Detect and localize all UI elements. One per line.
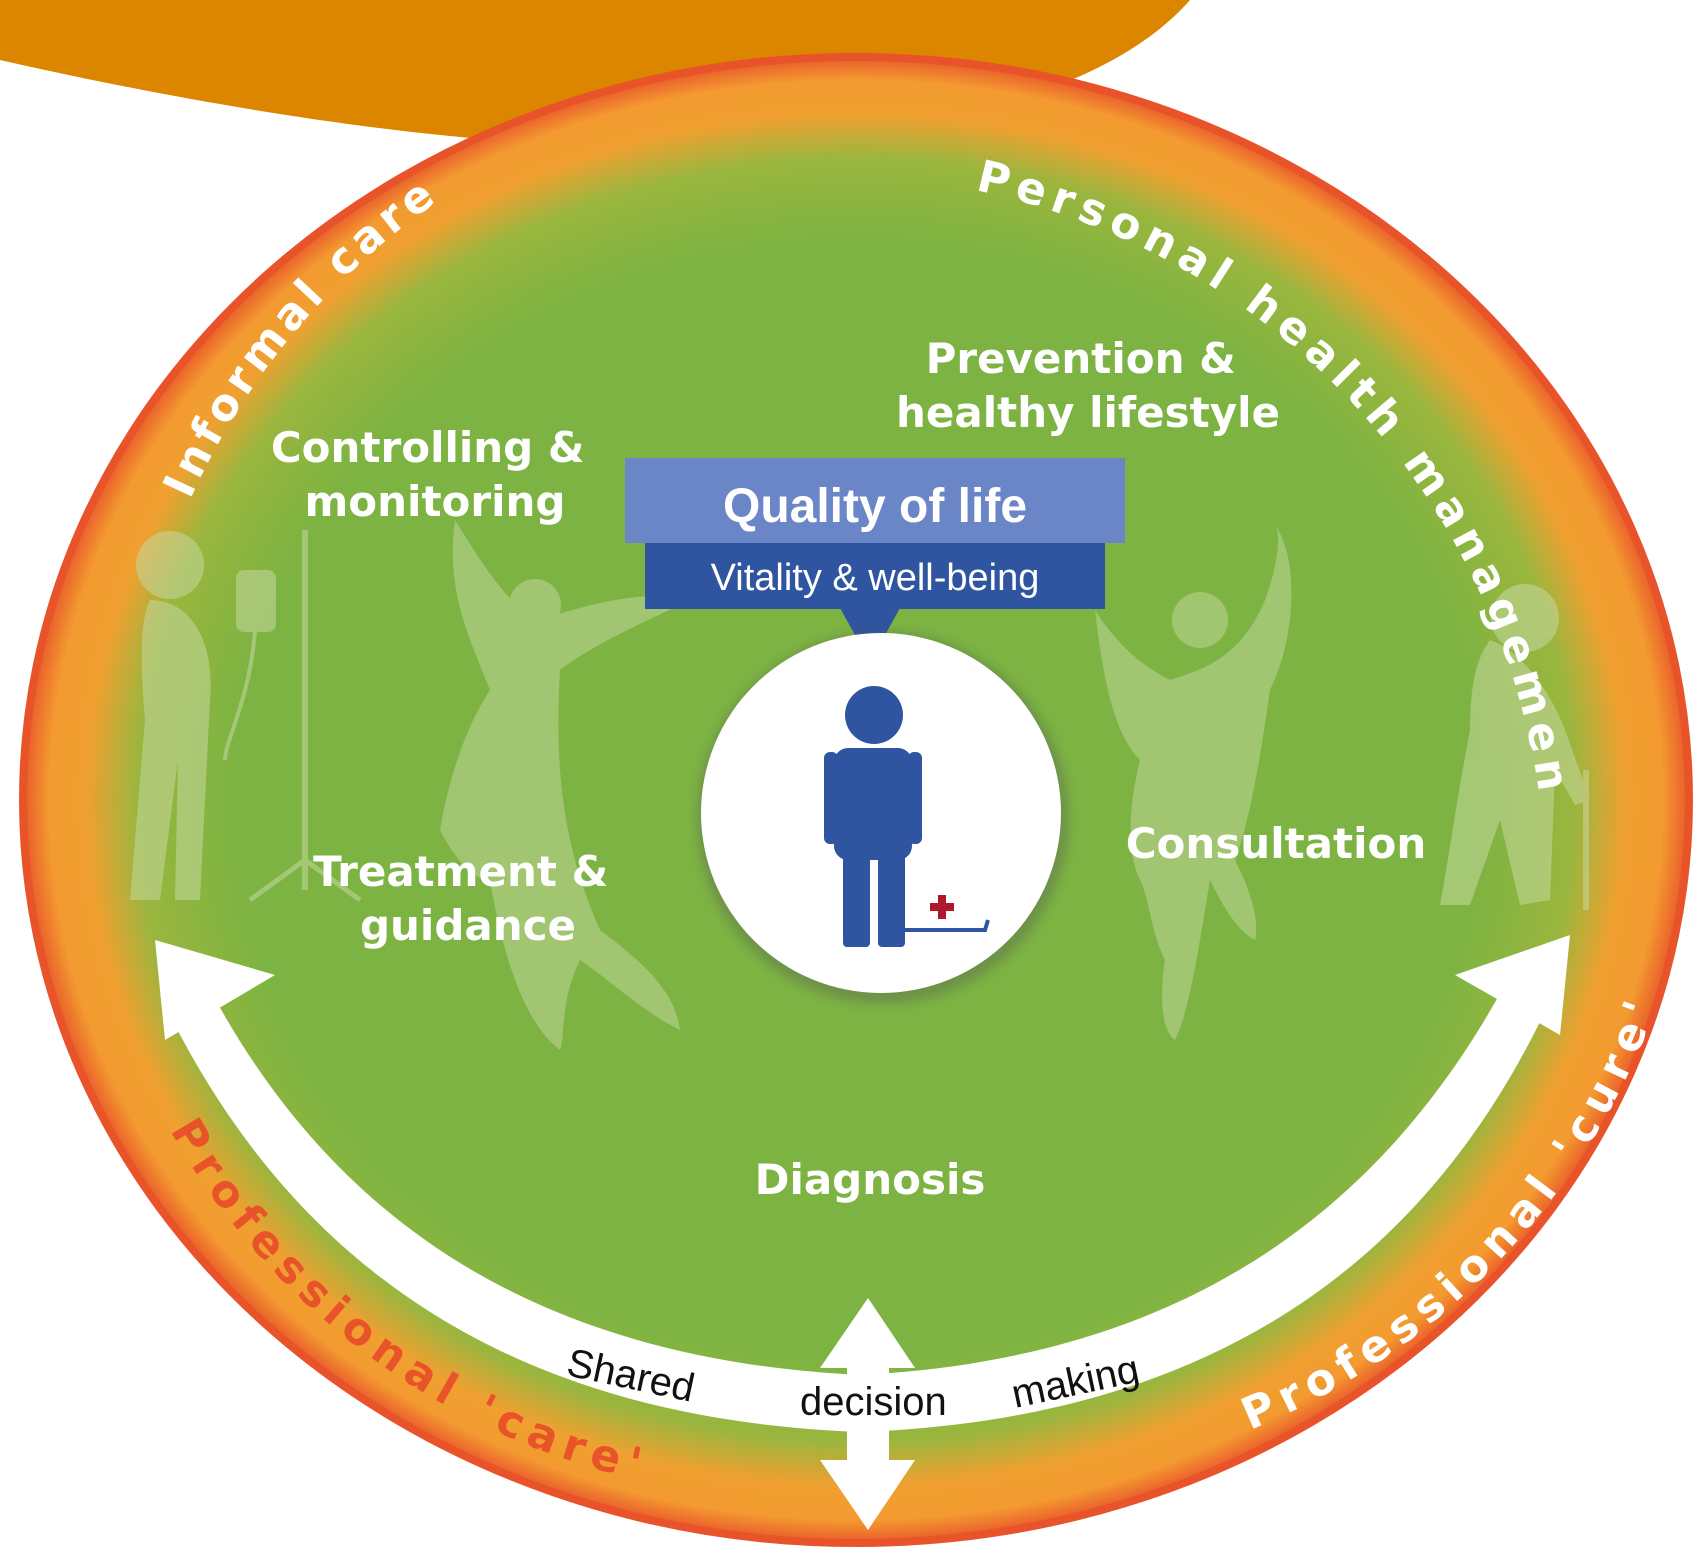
treatment-guidance-label: Treatment & guidance xyxy=(313,847,623,950)
jumping-man-silhouette xyxy=(1095,525,1292,1040)
arrow-head-right xyxy=(1455,935,1570,1035)
arrow-head-left xyxy=(155,940,275,1040)
vitality-banner xyxy=(645,543,1105,609)
prevention-lifestyle-label: Prevention & healthy lifestyle xyxy=(896,334,1280,437)
patient-person-icon xyxy=(824,686,922,947)
elderly-person-with-drip-silhouette xyxy=(130,530,362,903)
quality-of-life-banner xyxy=(625,458,1125,543)
decision-text: decision xyxy=(800,1380,947,1424)
vitality-subtitle: Vitality & well-being xyxy=(711,557,1040,599)
medical-cross-icon xyxy=(930,895,954,919)
outer-ring-edge xyxy=(19,53,1693,1547)
bed-icon xyxy=(898,918,990,932)
controlling-monitoring-label: Controlling & monitoring xyxy=(271,423,599,526)
consultation-label: Consultation xyxy=(1126,819,1427,868)
elderly-person-with-cane-silhouette xyxy=(1440,584,1590,910)
quality-of-life-title: Quality of life xyxy=(723,480,1027,533)
jumping-woman-silhouette xyxy=(440,520,690,1050)
shared-decision-arc-band xyxy=(160,975,1555,1432)
double-arrow-vertical xyxy=(820,1298,915,1530)
diagnosis-label: Diagnosis xyxy=(755,1155,986,1204)
